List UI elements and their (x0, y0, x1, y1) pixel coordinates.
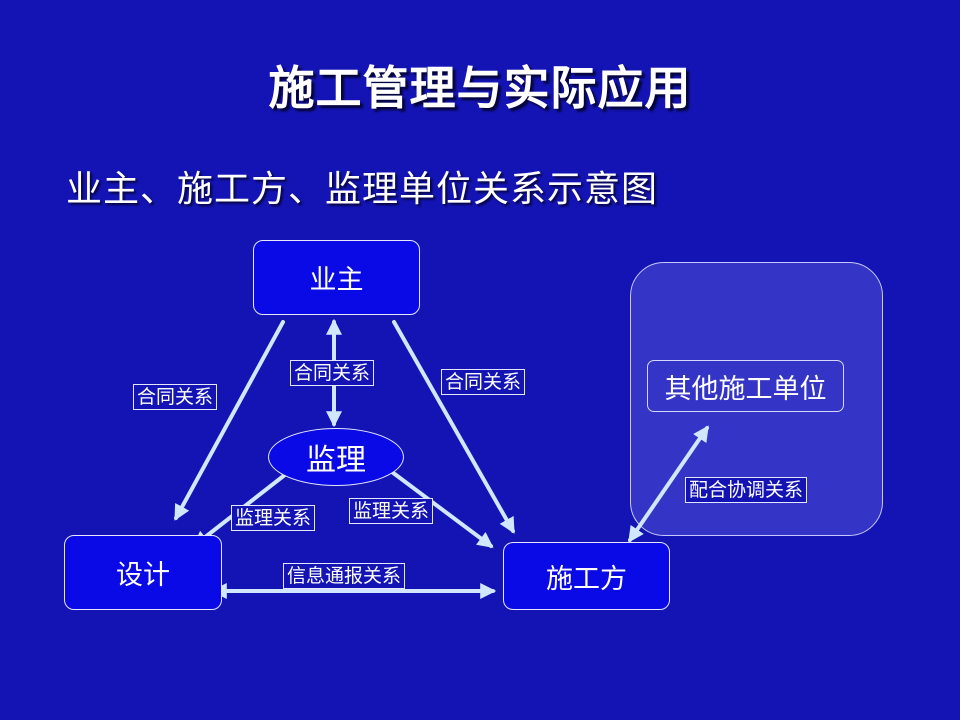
supervision-ellipse: 监理 (268, 428, 404, 486)
label-owner-contractor: 合同关系 (441, 369, 526, 395)
arrow-owner-design (174, 320, 285, 521)
label-owner-design: 合同关系 (133, 384, 218, 410)
design-box: 设计 (64, 535, 222, 610)
label-contractor-other: 配合协调关系 (685, 477, 808, 503)
slide-title: 施工管理与实际应用 (268, 61, 692, 115)
arrow-supervision-contractor (390, 470, 494, 548)
label-supervision-design: 监理关系 (231, 505, 316, 531)
arrow-contractor-other (628, 425, 709, 543)
label-design-contractor: 信息通报关系 (283, 563, 406, 589)
slide-subtitle: 业主、施工方、监理单位关系示意图 (66, 169, 659, 210)
owner-box: 业主 (253, 240, 420, 315)
arrow-owner-contractor (392, 320, 515, 534)
contractor-box: 施工方 (503, 542, 670, 610)
other-contractors-box: 其他施工单位 (647, 360, 844, 412)
label-supervision-contractor: 监理关系 (349, 498, 434, 524)
label-owner-supervision: 合同关系 (290, 360, 375, 386)
